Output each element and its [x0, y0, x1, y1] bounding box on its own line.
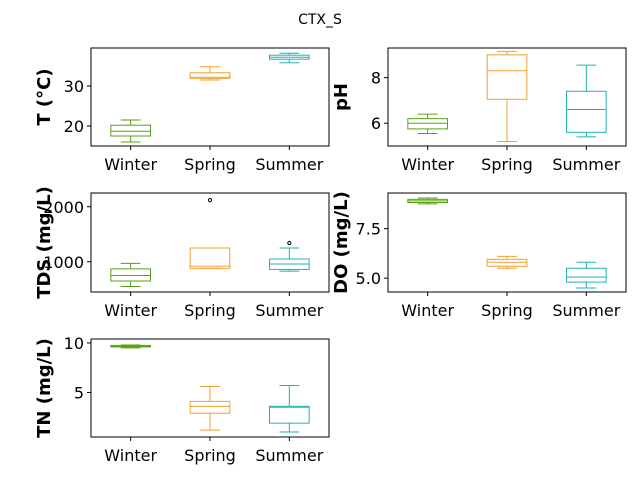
- y-tick-label: 20: [64, 117, 84, 136]
- x-tick-label-spring: Spring: [184, 446, 236, 465]
- figure-title: CTX_S: [298, 12, 342, 28]
- box-body: [110, 124, 152, 137]
- y-tick-label: 5.0: [356, 269, 381, 288]
- y-tick-label: 8: [371, 69, 381, 88]
- x-tick-label-summer: Summer: [552, 301, 620, 320]
- x-tick-label-spring: Spring: [481, 155, 533, 174]
- box-body: [110, 268, 152, 282]
- box-spring: [486, 50, 528, 142]
- y-axis-label: pH: [331, 83, 352, 111]
- x-tick-label-summer: Summer: [255, 155, 323, 174]
- box-spring: [189, 66, 231, 81]
- y-tick-label: 1000: [43, 253, 84, 272]
- x-tick-label-spring: Spring: [184, 155, 236, 174]
- y-axis-label: T (°C): [34, 68, 55, 125]
- x-tick-label-summer: Summer: [552, 155, 620, 174]
- box-body: [189, 247, 231, 269]
- box-winter: [407, 197, 449, 205]
- box-body: [189, 400, 231, 414]
- y-tick-label: 2000: [43, 198, 84, 217]
- x-tick-label-winter: Winter: [104, 301, 157, 320]
- y-tick-label: 6: [371, 114, 381, 133]
- outlier-point: [207, 198, 213, 203]
- outlier-point: [287, 240, 292, 246]
- y-tick-label: 30: [64, 77, 84, 96]
- y-tick-label: 10: [64, 334, 84, 353]
- box-body: [189, 72, 231, 79]
- x-tick-label-winter: Winter: [104, 155, 157, 174]
- box-body: [486, 54, 528, 100]
- box-spring: [189, 386, 231, 431]
- box-body: [566, 267, 607, 283]
- box-spring: [486, 255, 528, 269]
- y-axis-label: TN (mg/L): [34, 338, 55, 438]
- box-summer: [566, 261, 607, 289]
- box-summer: [269, 247, 310, 272]
- x-tick-label-summer: Summer: [255, 446, 323, 465]
- x-tick-label-spring: Spring: [184, 301, 236, 320]
- box-winter: [110, 119, 152, 143]
- box-summer: [269, 52, 310, 64]
- box-body: [269, 405, 310, 424]
- box-summer: [269, 385, 310, 433]
- x-tick-label-summer: Summer: [255, 301, 323, 320]
- y-axis-label: DO (mg/L): [331, 191, 352, 294]
- y-axis-label: TDS (mg/L): [34, 186, 55, 299]
- box-winter: [407, 113, 449, 134]
- box-body: [566, 90, 607, 133]
- box-winter: [110, 344, 152, 349]
- y-tick-label: 7.5: [356, 220, 381, 239]
- box-body: [407, 118, 449, 130]
- x-tick-label-winter: Winter: [401, 155, 454, 174]
- box-winter: [110, 262, 152, 287]
- x-tick-label-spring: Spring: [481, 301, 533, 320]
- x-tick-label-winter: Winter: [104, 446, 157, 465]
- y-tick-label: 5: [74, 383, 84, 402]
- x-tick-label-winter: Winter: [401, 301, 454, 320]
- box-spring: [189, 247, 231, 269]
- box-summer: [566, 64, 607, 138]
